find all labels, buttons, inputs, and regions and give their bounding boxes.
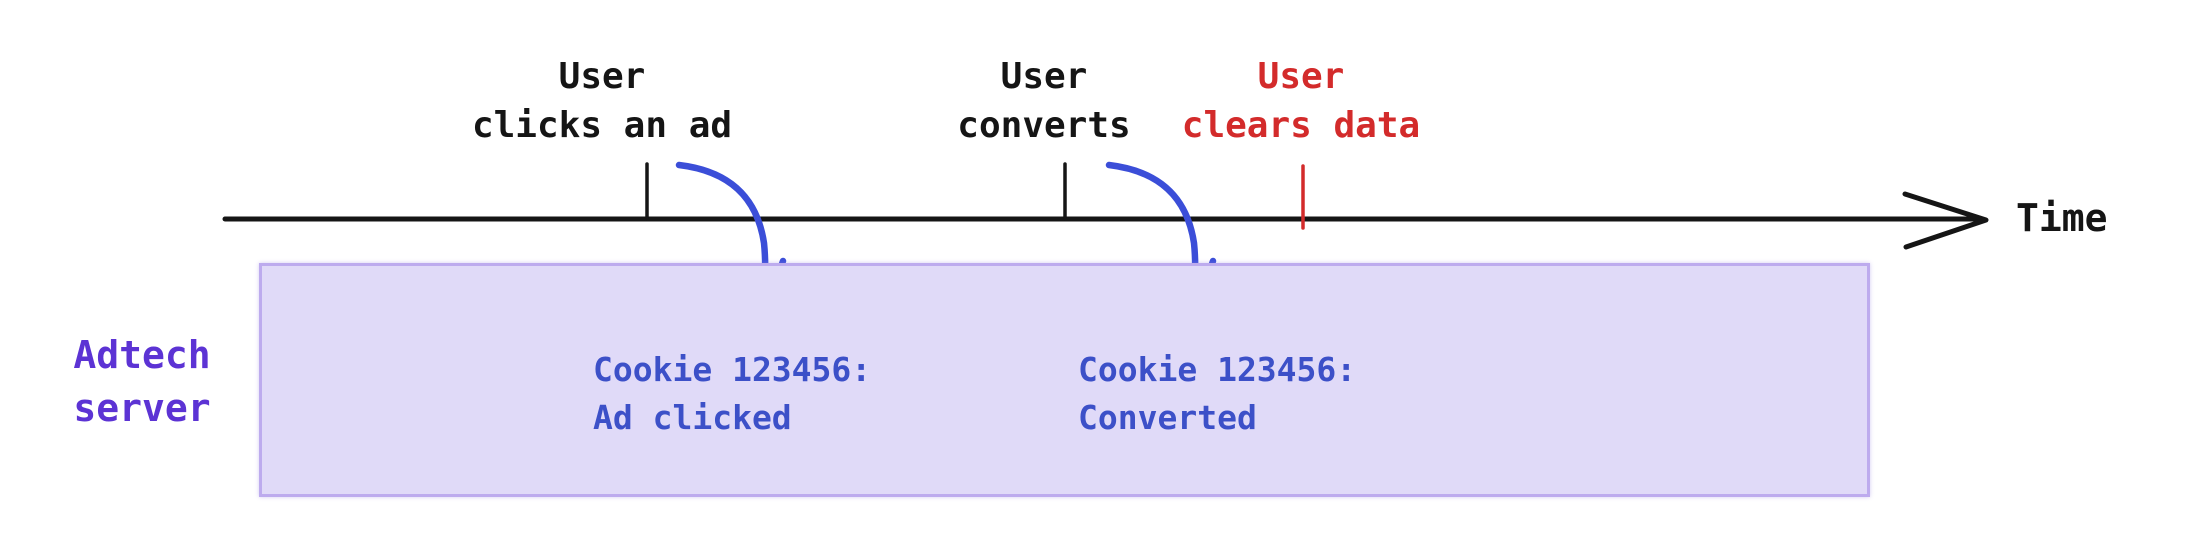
event-label-line2: converts (957, 105, 1131, 146)
event-label-user-clears-data: User clears data (1182, 52, 1420, 150)
cookie-record-ad-clicked: Cookie 123456: Ad clicked (593, 346, 871, 442)
adtech-server-label: Adtech server (73, 329, 210, 435)
event-label-line2: clicks an ad (471, 105, 733, 146)
cookie-record-line2: Converted (1078, 398, 1257, 437)
event-label-line1: User (1257, 56, 1345, 97)
server-label-line2: server (73, 386, 211, 430)
event-label-line2: clears data (1181, 105, 1421, 146)
cookie-record-converted: Cookie 123456: Converted (1078, 346, 1356, 442)
event-label-user-converts: User converts (957, 52, 1130, 150)
adtech-server-box (259, 263, 1870, 497)
server-label-line1: Adtech (73, 333, 211, 377)
event-label-line1: User (558, 56, 646, 97)
time-axis-label: Time (2016, 196, 2108, 241)
event-label-user-clicks-ad: User clicks an ad (472, 52, 732, 150)
timeline-arrowhead-icon (1902, 191, 1989, 250)
event-label-line1: User (1000, 56, 1088, 97)
cookie-record-line1: Cookie 123456: (1078, 350, 1357, 389)
cookie-record-line1: Cookie 123456: (593, 350, 872, 389)
cookie-record-line2: Ad clicked (593, 398, 792, 437)
